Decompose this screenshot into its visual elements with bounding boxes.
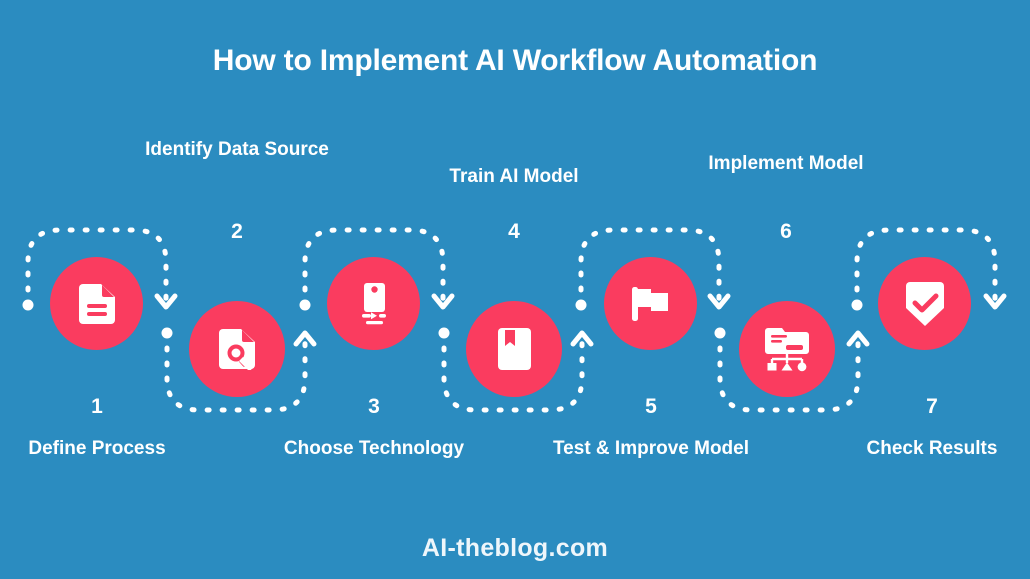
step-7-label: Check Results [866,438,998,459]
step-6-circle[interactable] [739,301,835,397]
step-2-label: Identify Data Source [145,139,329,160]
step-4-label: Train AI Model [449,166,579,187]
step-3-label: Choose Technology [283,438,465,459]
document-search-icon [218,328,256,370]
flag-icon [630,283,672,325]
flowchart-icon [764,327,810,372]
step-2-number: 2 [231,220,243,243]
device-transfer-icon [354,282,394,325]
step-2-circle[interactable] [189,301,285,397]
step-6-label: Implement Model [708,153,864,174]
shield-check-icon [905,281,944,326]
document-lines-icon [78,283,115,324]
site-footer: AI-theblog.com [421,534,609,562]
step-1-circle[interactable] [50,257,143,350]
step-3-circle[interactable] [327,257,420,350]
step-4-circle[interactable] [466,301,562,397]
connector-arrowheads [154,293,1007,347]
step-5-number: 5 [645,395,657,418]
step-7-number: 7 [926,395,938,418]
book-bookmark-icon [497,328,531,370]
step-5-circle[interactable] [604,257,697,350]
step-3-number: 3 [368,395,380,418]
page-title: How to Implement AI Workflow Automation [212,44,818,77]
step-4-number: 4 [508,220,520,243]
step-5-label: Test & Improve Model [552,438,749,459]
connector-start-dots [22,299,863,339]
step-1-number: 1 [91,395,103,418]
step-6-number: 6 [780,220,792,243]
step-7-circle[interactable] [878,257,971,350]
step-1-label: Define Process [28,438,166,459]
